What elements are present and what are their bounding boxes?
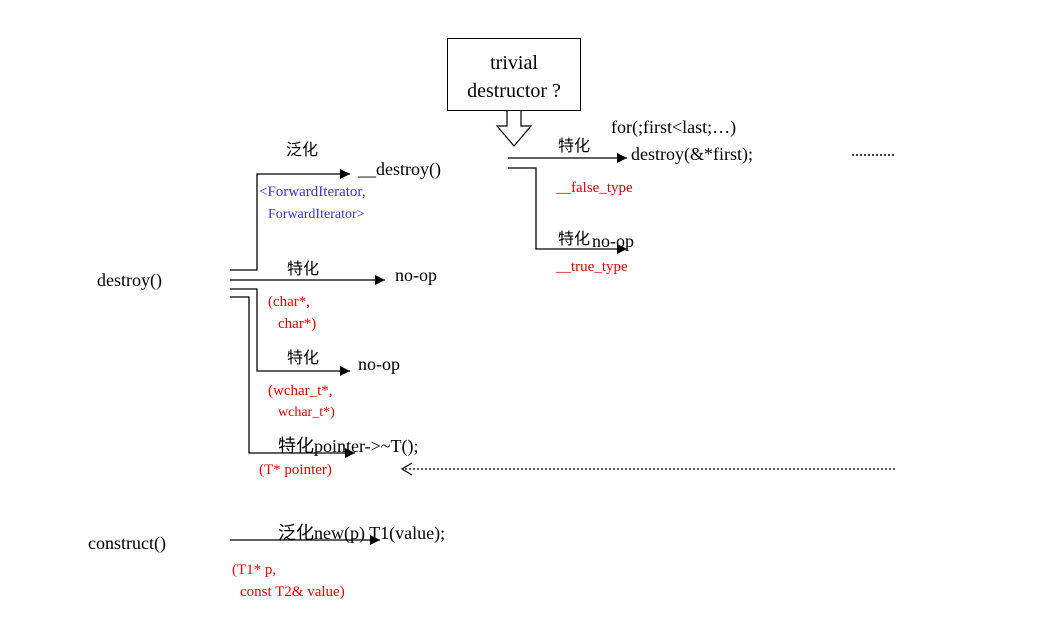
- edge-pointer: [230, 296, 355, 458]
- false-type-label: __false_type: [556, 180, 633, 196]
- pointer-param: (T* pointer): [259, 462, 332, 478]
- generic-tag: 泛化: [286, 142, 319, 159]
- edge-wchar: [230, 288, 350, 376]
- char-param-1: (char*,: [268, 294, 311, 310]
- construct-param-1: (T1* p,: [232, 562, 277, 578]
- placement-new-target: new(p) T1(value);: [314, 523, 446, 543]
- generic-param-1: <ForwardIterator,: [259, 184, 366, 200]
- destroy-root-label: destroy(): [97, 270, 162, 290]
- construct-param-2: const T2& value): [240, 584, 345, 600]
- generic-destroy-target: __destroy(): [358, 159, 441, 179]
- construct-root-label: construct(): [88, 533, 166, 553]
- open-arrow-icon: [400, 462, 413, 476]
- edge-true-type: [508, 167, 627, 254]
- generic-param-2: ForwardIterator>: [268, 207, 365, 222]
- true-tag: 特化: [558, 231, 591, 248]
- wchar-param-1: (wchar_t*,: [268, 383, 333, 399]
- char-tag: 特化: [287, 261, 320, 278]
- trivial-destructor-box: trivial destructor ?: [447, 38, 581, 111]
- true-type-label: __true_type: [556, 259, 628, 275]
- edge-generic: [230, 169, 350, 271]
- construct-tag: 泛化: [278, 523, 314, 543]
- box-line-1: trivial: [490, 52, 538, 74]
- wchar-tag: 特化: [287, 350, 320, 367]
- pointer-dtor-target: pointer->~T();: [314, 436, 419, 456]
- pointer-tag: 特化: [278, 436, 314, 456]
- down-arrow-icon: [495, 111, 533, 147]
- destroy-first-call: destroy(&*first);: [631, 144, 753, 164]
- box-line-2: destructor ?: [467, 80, 561, 102]
- char-noop-target: no-op: [395, 265, 437, 285]
- wchar-param-2: wchar_t*): [278, 405, 335, 420]
- true-noop-target: no-op: [592, 231, 634, 251]
- char-param-2: char*): [278, 316, 317, 332]
- false-tag: 特化: [558, 138, 591, 155]
- wchar-noop-target: no-op: [358, 354, 400, 374]
- for-loop-label: for(;first<last;…): [611, 117, 737, 137]
